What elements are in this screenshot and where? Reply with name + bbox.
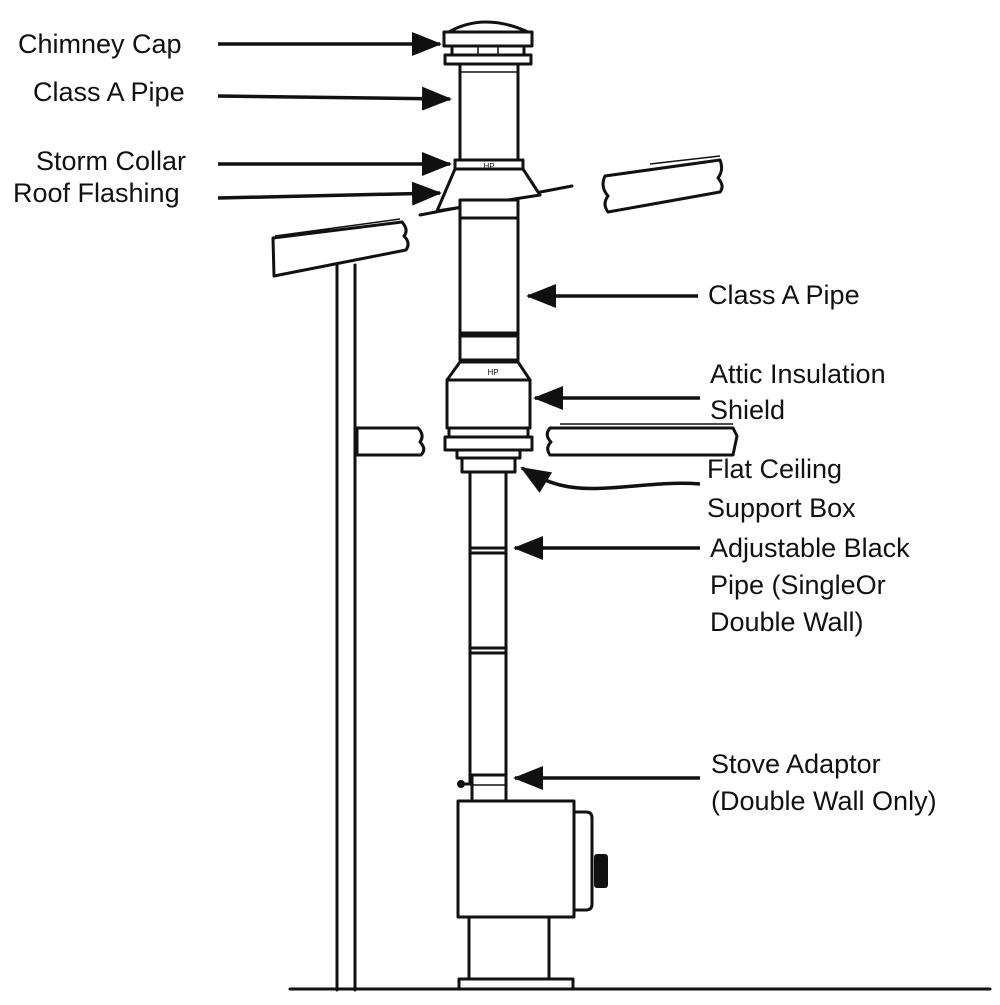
arrow-class-a-pipe-upper [217, 86, 452, 111]
label-attic-insulation-shield: Attic Insulation Shield [533, 359, 886, 425]
label-adjustable-black-pipe-line1: Adjustable Black [710, 533, 910, 563]
label-storm-collar-text: Storm Collar [36, 146, 186, 176]
label-roof-flashing: Roof Flashing [13, 178, 442, 208]
attic-insulation-shield-drawing: HP [445, 360, 532, 430]
flat-ceiling-support-box-drawing [443, 426, 534, 474]
label-roof-flashing-text: Roof Flashing [13, 178, 180, 208]
label-stove-adaptor-line2: (Double Wall Only) [711, 786, 937, 816]
label-class-a-pipe-upper: Class A Pipe [33, 77, 452, 111]
label-chimney-cap: Chimney Cap [18, 29, 442, 59]
label-chimney-cap-text: Chimney Cap [18, 29, 182, 59]
label-adjustable-black-pipe-line3: Double Wall) [710, 607, 864, 637]
label-flat-ceiling-support-box-line2: Support Box [707, 493, 856, 523]
label-attic-insulation-shield-line1: Attic Insulation [710, 359, 886, 389]
shield-mark: HP [487, 368, 498, 377]
label-class-a-pipe-lower-text: Class A Pipe [708, 280, 860, 310]
label-class-a-pipe-lower: Class A Pipe [526, 280, 860, 310]
ceiling-joist-left [355, 426, 426, 457]
label-class-a-pipe-upper-text: Class A Pipe [33, 77, 185, 107]
arrow-flat-ceiling-support-box [520, 466, 701, 493]
arrow-roof-flashing [217, 181, 442, 206]
label-stove-adaptor: Stove Adaptor (Double Wall Only) [513, 749, 937, 816]
ceiling-joist-right [545, 423, 739, 457]
class-a-pipe-upper-drawing [458, 62, 520, 162]
wall-stud [335, 263, 357, 992]
adjustable-black-pipe-drawing [468, 470, 508, 784]
label-adjustable-black-pipe-line2: Pipe (SingleOr [710, 570, 886, 600]
left-roof-rafter [271, 218, 410, 278]
chimney-cap-drawing [442, 20, 534, 66]
collar-mark: HP [483, 162, 494, 171]
stove-drawing [456, 799, 608, 991]
stove-adaptor-drawing [457, 773, 508, 803]
label-flat-ceiling-support-box: Flat Ceiling Support Box [520, 454, 856, 523]
label-flat-ceiling-support-box-line1: Flat Ceiling [707, 454, 842, 484]
label-storm-collar: Storm Collar [36, 146, 452, 176]
label-stove-adaptor-line1: Stove Adaptor [711, 749, 881, 779]
label-adjustable-black-pipe: Adjustable Black Pipe (SingleOr Double W… [513, 533, 910, 637]
label-attic-insulation-shield-line2: Shield [710, 395, 785, 425]
right-roof-rafter [601, 155, 724, 214]
class-a-pipe-lower-drawing [458, 198, 520, 362]
